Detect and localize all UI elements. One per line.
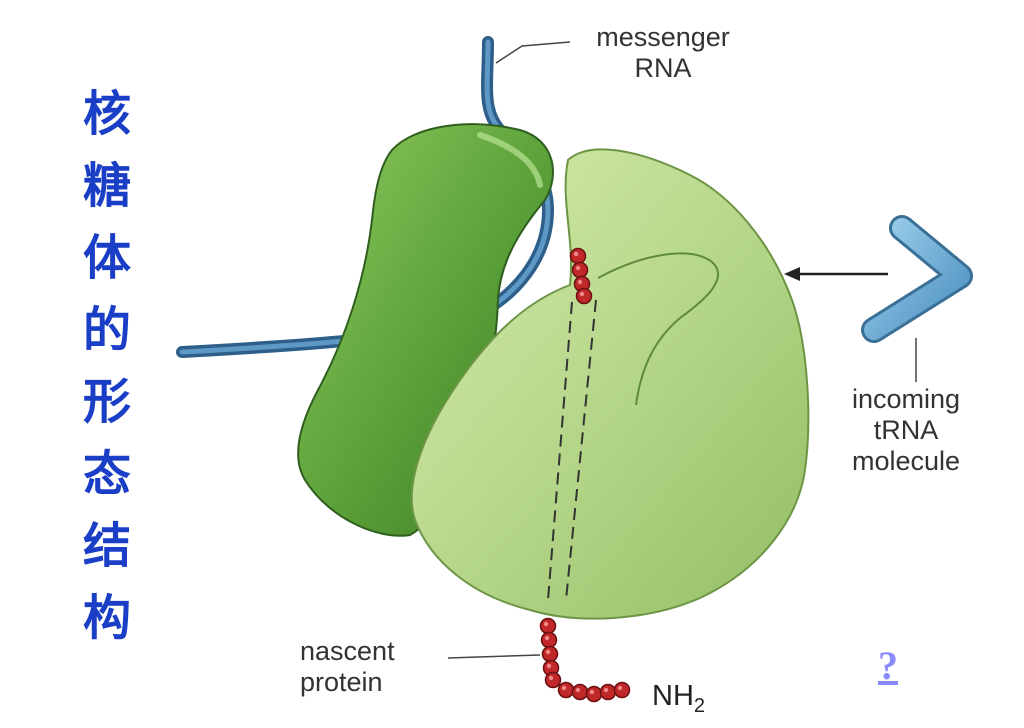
amino-acid-bead (571, 261, 589, 279)
title-char: 糖 (82, 158, 131, 214)
exit-tunnel (547, 299, 597, 601)
trna-label: incoming tRNA molecule (851, 384, 961, 476)
amino-acid-bead (569, 247, 587, 265)
mrna-leader (495, 41, 571, 64)
amino-acid-bead (557, 681, 575, 699)
amino-acid-bead (613, 681, 631, 699)
amino-acid-bead (544, 671, 562, 689)
title-char: 核 (82, 86, 131, 142)
nascent-protein-chain (539, 247, 631, 703)
amino-acid-bead (540, 631, 558, 649)
mrna-label: messenger RNA (596, 22, 730, 83)
amino-acid-bead (571, 683, 589, 701)
title-char: 体 (82, 230, 131, 286)
title-char: 构 (82, 590, 131, 646)
protein-leader (447, 654, 541, 659)
title-char: 的 (82, 302, 131, 358)
protein-label: nascent protein (300, 636, 395, 697)
nh2-terminus-label: NH2 (652, 680, 706, 717)
vertical-title: 核糖体的形态结构 (72, 78, 142, 654)
amino-acid-bead (539, 617, 557, 635)
amino-acid-bead (575, 287, 593, 305)
help-link[interactable]: ? (878, 643, 898, 688)
title-char: 形 (82, 374, 131, 430)
amino-acid-bead (585, 685, 603, 703)
title-char: 结 (82, 518, 131, 574)
title-char: 态 (82, 446, 131, 502)
amino-acid-bead (599, 683, 617, 701)
amino-acid-bead (541, 645, 559, 663)
large-subunit (410, 148, 810, 620)
